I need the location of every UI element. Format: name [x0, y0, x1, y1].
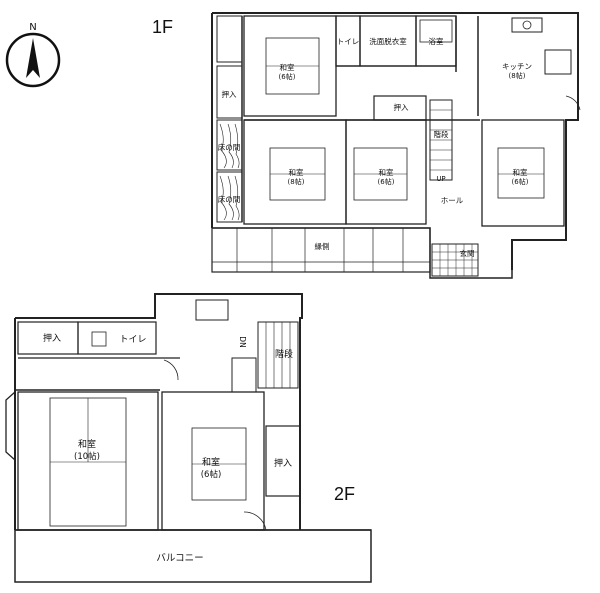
room-kitchen-size: (8帖): [509, 71, 526, 80]
room-genkan: 玄関: [460, 248, 475, 258]
room-senmen: 洗面脱衣室: [369, 36, 407, 46]
floor1-plan: [211, 12, 581, 279]
room-oshiire-l: 押入: [43, 332, 61, 344]
room-washitsu-r: 和室: [202, 456, 220, 468]
stair-dn-label: DN: [238, 336, 247, 347]
room-kaidan-2f: 階段: [275, 348, 293, 360]
room-hall: ホール: [441, 196, 464, 205]
room-engawa: 縁側: [315, 241, 330, 251]
room-washitsu-d-size: (6帖): [512, 177, 529, 186]
room-tokonoma-2: 床の間: [218, 194, 241, 204]
room-tokonoma-1: 床の間: [218, 142, 241, 152]
room-washitsu-l: 和室: [78, 438, 96, 450]
floor2-room-labels: 押入 トイレ DN 階段 和室 (10帖) 和室 (6帖) 押入 バルコニー: [43, 332, 293, 564]
compass-letter: N: [29, 22, 36, 33]
room-oshiire-w: 押入: [222, 89, 237, 99]
room-kaidan-1f: 階段: [434, 129, 449, 139]
floor1-label: 1F: [152, 17, 173, 37]
floor2-plan: [5, 293, 372, 583]
room-oshiire-c: 押入: [394, 102, 409, 112]
room-kitchen: キッチン: [502, 62, 532, 71]
room-washitsu-l-size: (10帖): [74, 451, 100, 462]
north-arrow-icon: N: [5, 22, 61, 88]
floor1-room-labels: 和室 (6帖) トイレ 洗面脱衣室 浴室 キッチン (8帖) 押入 押入 階段 …: [218, 36, 532, 258]
stair-up-label: UP: [436, 175, 445, 183]
room-washitsu-b-size: (8帖): [288, 177, 305, 186]
room-washitsu-a-size: (6帖): [279, 72, 296, 81]
room-balcony: バルコニー: [156, 553, 203, 564]
room-washitsu-r-size: (6帖): [201, 469, 222, 480]
room-oshiire-r: 押入: [274, 457, 292, 469]
floor2-label: 2F: [334, 484, 355, 504]
room-toilet-1f: トイレ: [337, 37, 360, 46]
room-toilet-2f: トイレ: [119, 335, 146, 345]
room-washitsu-b: 和室: [289, 167, 304, 177]
room-bath: 浴室: [429, 36, 444, 46]
room-washitsu-a: 和室: [280, 62, 295, 72]
room-washitsu-c-size: (6帖): [378, 177, 395, 186]
room-washitsu-c: 和室: [379, 167, 394, 177]
room-washitsu-d: 和室: [513, 167, 528, 177]
